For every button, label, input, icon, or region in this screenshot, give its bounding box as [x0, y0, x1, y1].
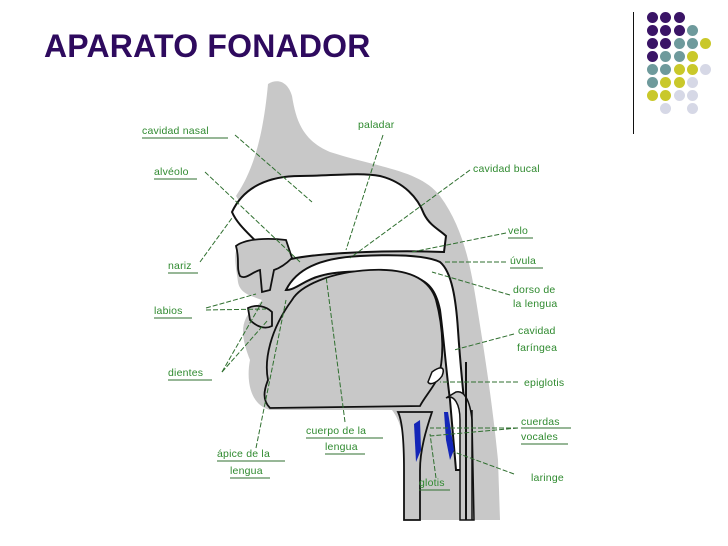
decorative-dot [647, 25, 658, 36]
label-laringe: laringe [531, 472, 564, 484]
decorative-dot [673, 90, 685, 101]
label-cavidad-bucal: cavidad bucal [473, 163, 540, 175]
upper-lip-shape [234, 238, 294, 294]
decorative-dot [647, 38, 658, 49]
decorative-dot [686, 64, 698, 75]
label-cavidad-faringea-1: cavidad [518, 325, 556, 337]
larynx-shape [396, 411, 434, 521]
decorative-dot [673, 38, 685, 49]
decorative-dot [660, 103, 672, 114]
vocal-cord-left [414, 420, 421, 462]
label-velo: velo [508, 225, 528, 237]
label-apice-2: lengua [230, 465, 263, 477]
decorative-dot [686, 103, 698, 114]
label-nariz: nariz [168, 260, 192, 272]
decorative-dot [647, 12, 658, 23]
label-dientes: dientes [168, 367, 203, 379]
decorative-dot [673, 25, 685, 36]
decorative-dot [647, 90, 658, 101]
diagram-labels: cavidad nasal alvéolo paladar cavidad bu… [142, 119, 571, 491]
decorative-dot [686, 25, 698, 36]
label-alveolo: alvéolo [154, 166, 189, 178]
decorative-dot [686, 90, 698, 101]
label-cuerdas: cuerdas [521, 416, 560, 428]
label-cavidad-nasal: cavidad nasal [142, 125, 209, 137]
label-cuerpo-1: cuerpo de la [306, 425, 366, 437]
label-dorso-1: dorso de [513, 284, 555, 296]
label-paladar: paladar [358, 119, 395, 131]
decorative-dot [686, 51, 698, 62]
label-cavidad-faringea-2: faríngea [517, 342, 557, 354]
decorative-dot [700, 64, 712, 75]
leader-lines [199, 134, 519, 479]
decorative-dot [700, 38, 712, 49]
decorative-dot [660, 38, 672, 49]
epiglottis-shape [427, 367, 444, 385]
decorative-dot [660, 77, 672, 88]
decorative-dot [673, 12, 685, 23]
decorative-dot [647, 51, 658, 62]
decorative-dot [686, 77, 698, 88]
decorative-dot [660, 51, 672, 62]
slide-title: APARATO FONADOR [44, 28, 371, 64]
label-glotis: glotis [419, 477, 445, 489]
decorative-dot [647, 77, 658, 88]
decorative-dot-grid [0, 0, 728, 140]
label-epiglotis: epiglotis [524, 377, 564, 389]
label-vocales: vocales [521, 431, 558, 443]
title-divider-line [633, 12, 634, 134]
label-dorso-2: la lengua [513, 298, 557, 310]
vocal-cord-right [444, 412, 454, 460]
label-apice-1: ápice de la [217, 448, 270, 460]
decorative-dot [660, 25, 672, 36]
decorative-dot [673, 77, 685, 88]
decorative-dot [673, 64, 685, 75]
decorative-dot [660, 90, 672, 101]
decorative-dot [660, 64, 672, 75]
decorative-dot [660, 12, 672, 23]
decorative-dot [673, 51, 685, 62]
decorative-dot [686, 38, 698, 49]
label-cuerpo-2: lengua [325, 441, 358, 453]
label-uvula: úvula [510, 255, 536, 267]
decorative-dot [647, 64, 658, 75]
label-labios: labios [154, 305, 183, 317]
